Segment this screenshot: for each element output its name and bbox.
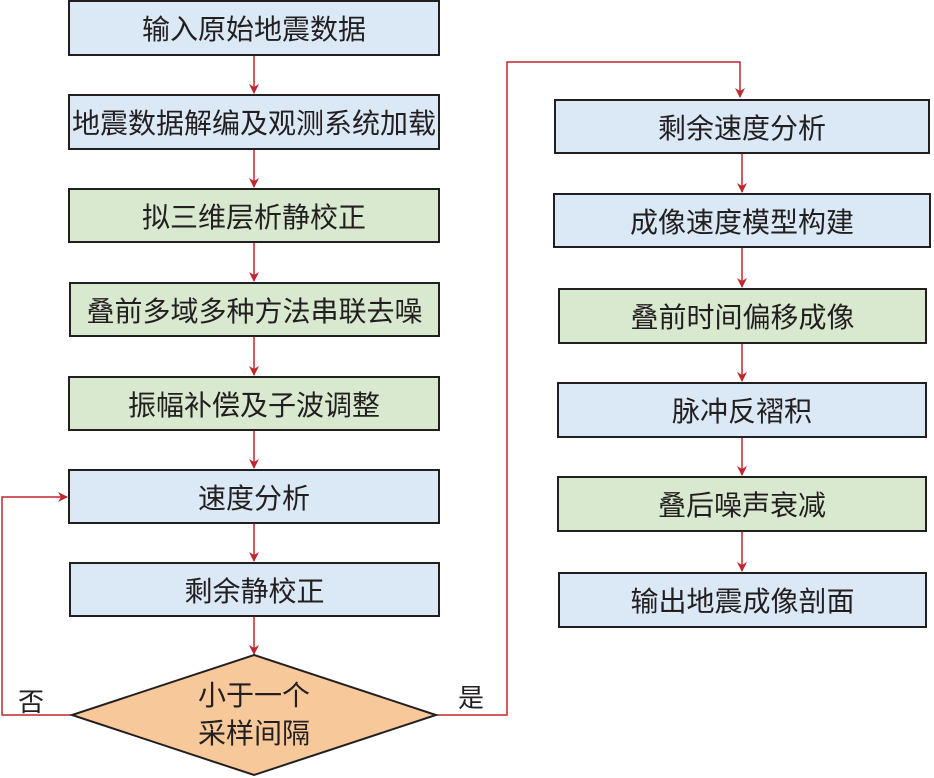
step-amplitude-wavelet: 振幅补偿及子波调整: [68, 376, 440, 431]
step-input-raw-data: 输入原始地震数据: [68, 0, 440, 56]
step-residual-velocity: 剩余速度分析: [554, 99, 930, 154]
no-loop-connector: [1, 492, 72, 716]
step-label: 叠后噪声衰减: [657, 489, 826, 522]
step-label: 成像速度模型构建: [629, 205, 854, 239]
step-label: 剩余静校正: [184, 574, 325, 608]
step-label: 叠前时间偏移成像: [630, 301, 855, 334]
step-output-section: 输出地震成像剖面: [558, 572, 927, 628]
step-label: 振幅补偿及子波调整: [127, 388, 380, 422]
yes-label: 是: [458, 684, 485, 714]
step-label: 输出地震成像剖面: [630, 585, 855, 618]
yes-connector: [436, 61, 745, 716]
step-velocity-analysis: 速度分析: [68, 469, 440, 524]
no-label: 否: [18, 688, 45, 718]
decision-line-2: 采样间隔: [197, 717, 310, 750]
step-label: 输入原始地震数据: [141, 13, 366, 46]
step-poststack-denoise: 叠后噪声衰减: [557, 476, 927, 532]
decision-line-1: 小于一个: [197, 679, 310, 712]
step-velocity-model: 成像速度模型构建: [553, 193, 931, 248]
decision-diamond: [68, 653, 440, 777]
step-label: 拟三维层析静校正: [141, 200, 366, 234]
step-label: 脉冲反褶积: [671, 395, 812, 428]
step-label: 剩余速度分析: [657, 111, 826, 145]
step-label: 地震数据解编及观测系统加载: [71, 107, 436, 140]
step-residual-statics: 剩余静校正: [69, 562, 440, 617]
step-prestack-time-migration: 叠前时间偏移成像: [558, 288, 927, 344]
step-spike-deconvolution: 脉冲反褶积: [557, 382, 927, 438]
step-tomographic-statics: 拟三维层析静校正: [68, 188, 440, 243]
step-label: 速度分析: [197, 481, 310, 515]
step-label: 叠前多域多种方法串联去噪: [86, 294, 423, 328]
decision-text: 小于一个 采样间隔: [72, 655, 436, 775]
step-prestack-denoise: 叠前多域多种方法串联去噪: [69, 282, 440, 337]
step-demultiplex-geometry: 地震数据解编及观测系统加载: [68, 94, 440, 150]
